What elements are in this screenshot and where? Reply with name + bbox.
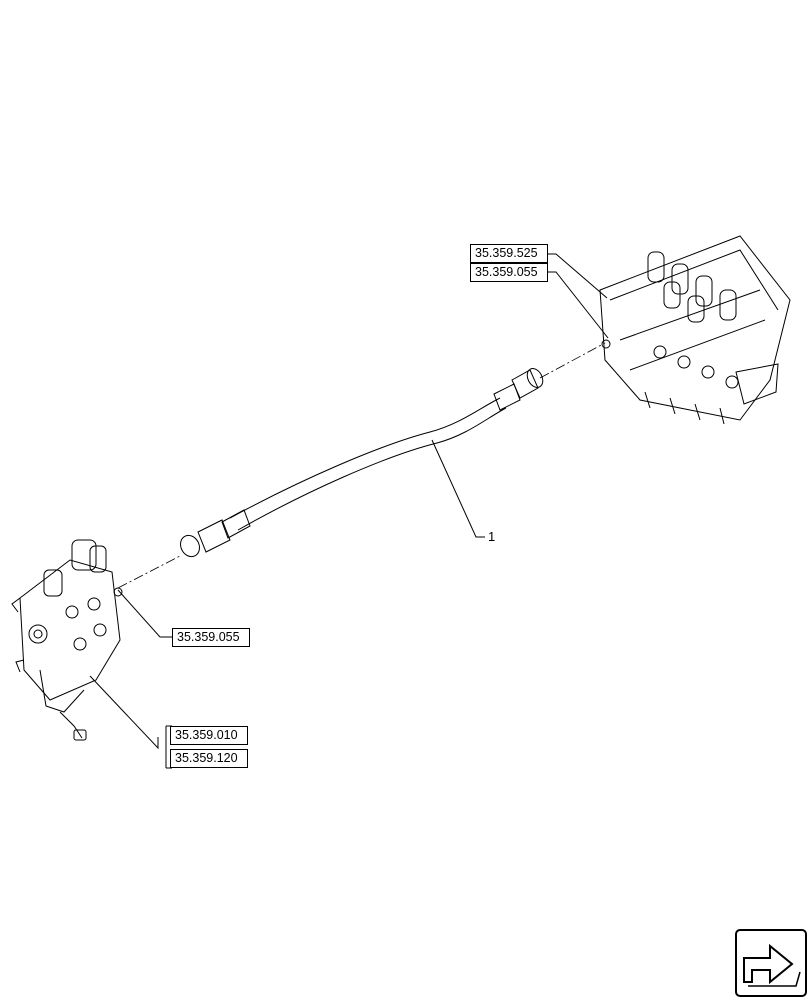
callout-number-1: 1 <box>488 529 496 544</box>
hydraulic-hose <box>180 368 544 558</box>
left-control-valve <box>11 539 123 741</box>
next-page-arrow-icon[interactable] <box>735 929 807 997</box>
ref-label-35-359-055-top[interactable]: 35.359.055 <box>470 263 548 282</box>
right-control-valve <box>599 235 791 425</box>
leader-lines <box>89 253 609 769</box>
ref-label-35-359-525[interactable]: 35.359.525 <box>470 244 548 263</box>
ref-label-35-359-120[interactable]: 35.359.120 <box>170 749 248 768</box>
center-lines <box>117 342 606 589</box>
ref-label-35-359-010[interactable]: 35.359.010 <box>170 726 248 745</box>
ref-label-35-359-055-left[interactable]: 35.359.055 <box>172 628 250 647</box>
